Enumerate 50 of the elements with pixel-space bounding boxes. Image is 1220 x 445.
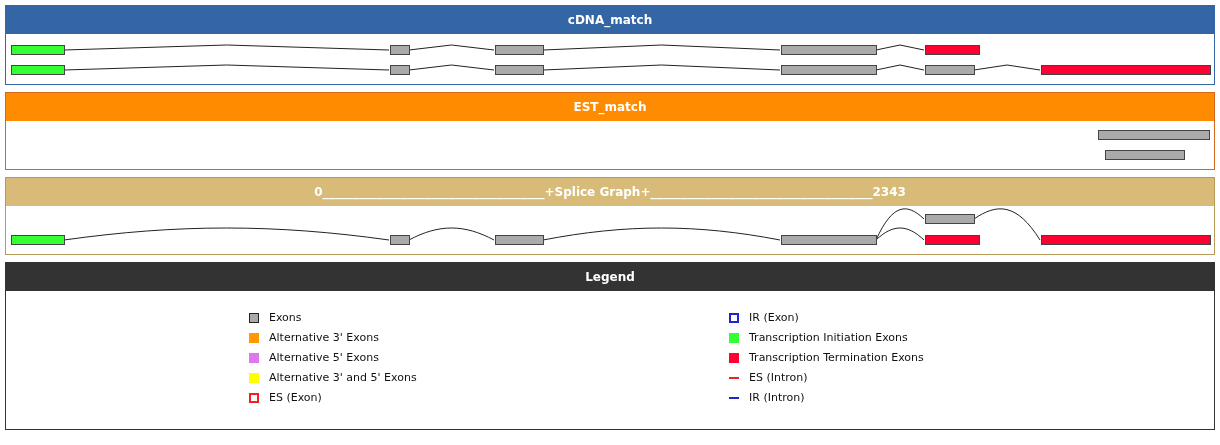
exon-bar [11,65,65,75]
track-header: cDNA_match [6,6,1214,34]
legend-label: Transcription Initiation Exons [749,331,908,344]
exon-bar [925,45,980,55]
intron-line [875,64,925,71]
intron-line [542,227,781,241]
legend-label: ES (Exon) [269,391,322,404]
legend-label: Exons [269,311,302,324]
exon-bar [390,45,410,55]
track-panel [5,177,1215,255]
exon-bar [495,45,544,55]
intron-line [875,44,925,51]
exon-bar [1105,150,1185,160]
exon-bar [781,45,877,55]
legend-label: Alternative 3' Exons [269,331,379,344]
legend-label: Alternative 3' and 5' Exons [269,371,417,384]
exon-bar [925,235,980,245]
track-header: EST_match [6,93,1214,121]
exon-bar [1041,235,1211,245]
intron-line [63,64,390,71]
exon-bar [390,65,410,75]
exon-bar [11,235,65,245]
exon-bar [781,65,877,75]
exon-bar [1098,130,1210,140]
exon-bar [390,235,410,245]
exon-bar [925,214,975,224]
intron-line [973,64,1041,71]
legend-label: IR (Exon) [749,311,799,324]
legend-label: Transcription Termination Exons [749,351,924,364]
intron-line [875,227,925,241]
track-header: 0_____________________________________+Splice Graph+_____________________________________2343 [6,178,1214,206]
exon-bar [781,235,877,245]
intron-line [542,64,781,71]
intron-line [63,227,390,241]
exon-bar [495,235,544,245]
track-panel [5,5,1215,85]
intron-line [63,44,390,51]
exon-bar [11,45,65,55]
legend-title: Legend [6,263,1214,291]
exon-bar [1041,65,1211,75]
legend-label: Alternative 5' Exons [269,351,379,364]
legend-label: ES (Intron) [749,371,808,384]
track-panel [5,92,1215,170]
exon-bar [925,65,975,75]
intron-line [875,208,925,241]
intron-line [408,44,495,51]
legend-label: IR (Intron) [749,391,805,404]
intron-line [408,64,495,71]
intron-line [542,44,781,51]
exon-bar [495,65,544,75]
